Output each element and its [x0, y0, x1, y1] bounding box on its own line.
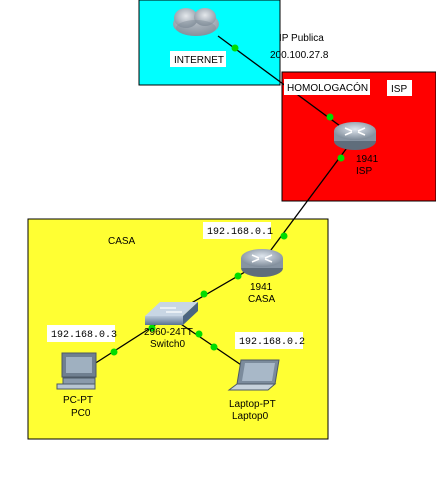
- pc-model: PC-PT: [63, 395, 93, 406]
- link-lights: [110, 44, 345, 356]
- link-light: [110, 348, 118, 356]
- link-light: [337, 154, 345, 162]
- cloud-icon[interactable]: [173, 8, 219, 36]
- router-casa-model: 1941: [250, 282, 273, 293]
- ip-publica-value: 200.100.27.8: [270, 50, 329, 61]
- link-light: [200, 290, 208, 298]
- laptop-icon[interactable]: [227, 359, 280, 391]
- homologacion-label-box: [284, 79, 370, 95]
- casa-zone-label: CASA: [108, 236, 136, 247]
- cable-switch-laptop[interactable]: [168, 315, 254, 374]
- pc-ip: 192.168.0.3: [51, 330, 117, 341]
- laptop-ip: 192.168.0.2: [239, 337, 305, 348]
- switch-model: 2960-24TT: [144, 327, 193, 338]
- link-light: [326, 113, 334, 121]
- switch-icon[interactable]: [145, 302, 198, 325]
- switch-name: Switch0: [150, 339, 185, 350]
- router-casa-name: CASA: [248, 294, 276, 305]
- link-light: [280, 232, 288, 240]
- ip-publica-title: IP Publica: [279, 33, 324, 44]
- router-isp-icon[interactable]: [334, 122, 376, 150]
- isp-zone-label-box: [387, 80, 412, 96]
- router-casa-ip-box: [203, 222, 271, 239]
- link-light: [195, 330, 203, 338]
- link-light: [148, 324, 156, 332]
- laptop-ip-box: [235, 332, 303, 349]
- laptop-name: Laptop0: [232, 411, 269, 422]
- internet-label-box: [170, 51, 226, 67]
- link-light: [231, 44, 239, 52]
- router-casa-icon[interactable]: [241, 249, 283, 277]
- isp-zone-label: ISP: [391, 84, 407, 95]
- pc-icon[interactable]: [56, 352, 97, 390]
- pc-ip-box: [47, 325, 115, 342]
- link-light: [234, 272, 242, 280]
- router-isp-name: ISP: [356, 166, 372, 177]
- router-isp-model: 1941: [356, 154, 379, 165]
- internet-label: INTERNET: [174, 55, 224, 66]
- pc-name: PC0: [71, 408, 91, 419]
- laptop-model: Laptop-PT: [229, 399, 276, 410]
- link-light: [210, 343, 218, 351]
- router-casa-ip: 192.168.0.1: [207, 227, 273, 238]
- homologacion-label: HOMOLOGACÓN: [287, 81, 368, 94]
